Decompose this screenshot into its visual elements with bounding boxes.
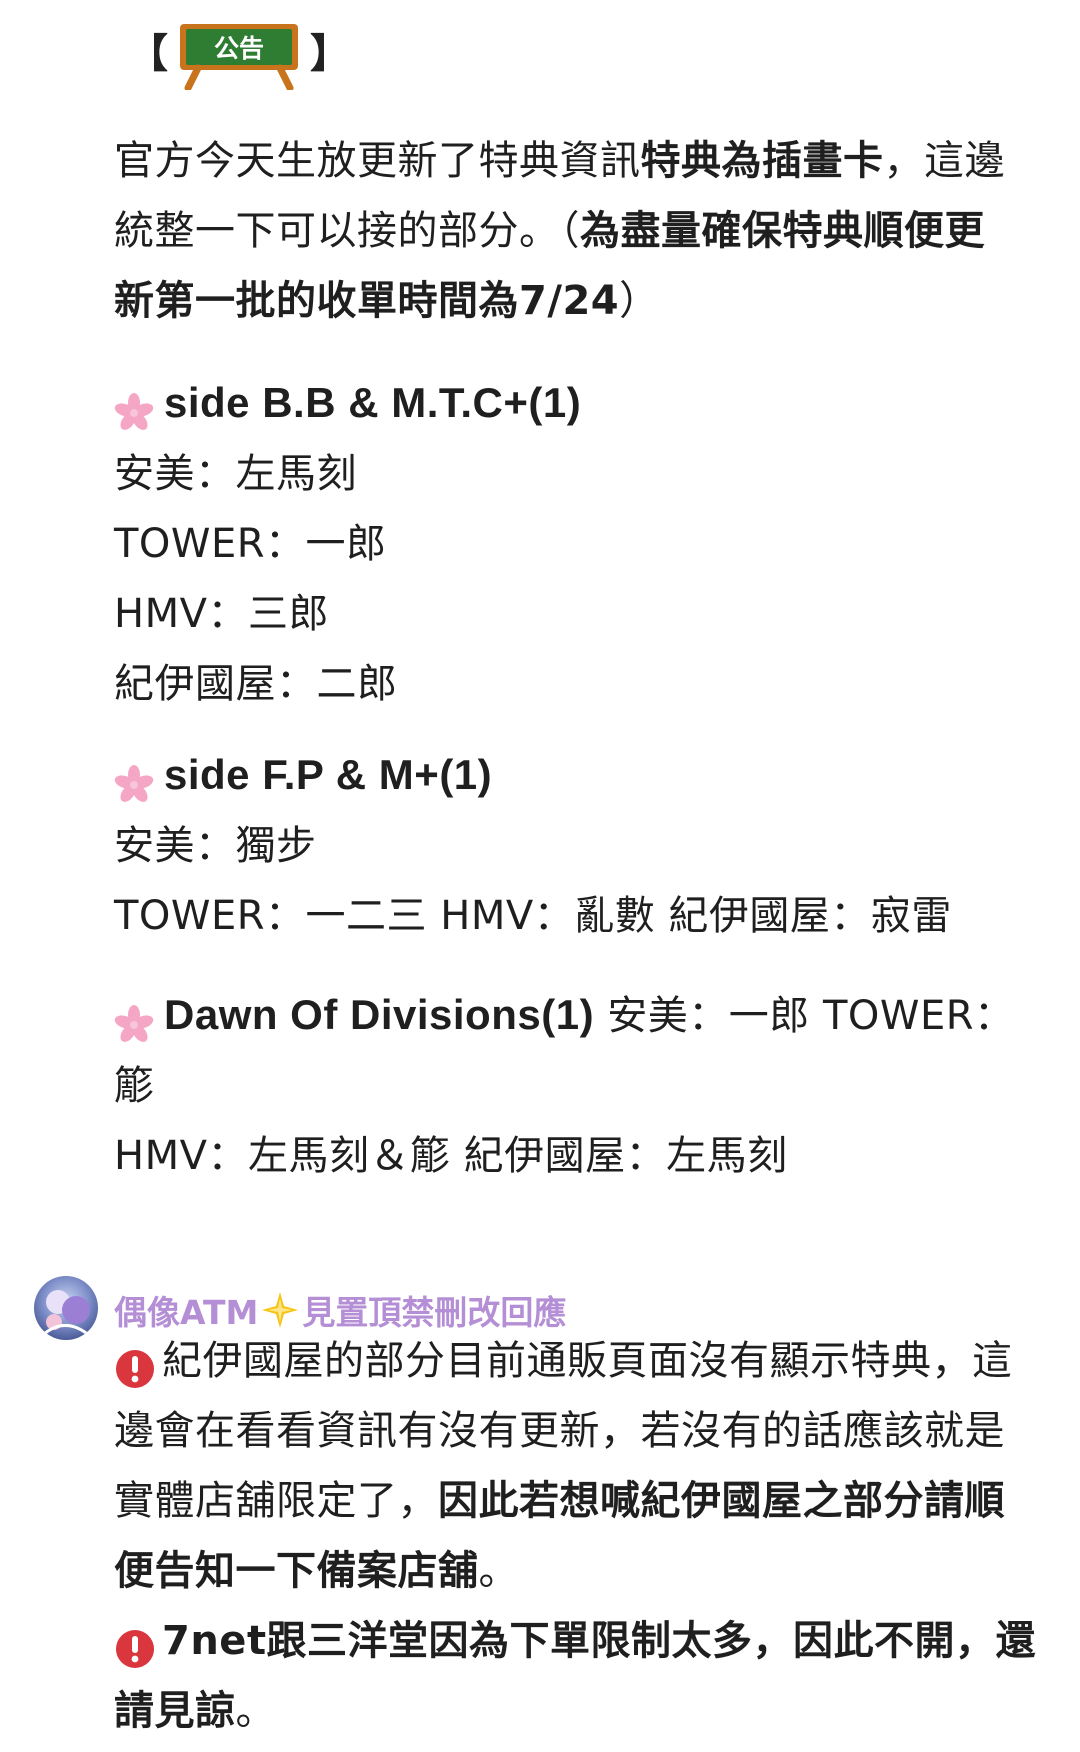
avatar[interactable] <box>34 1276 98 1340</box>
exclamation-warning-icon <box>116 1350 154 1388</box>
reply-line: 便告知一下備案店舖。 <box>114 1548 519 1594</box>
reply-line: 紀伊國屋的部分目前通販頁面沒有顯示特典，這 <box>114 1326 1044 1396</box>
section-side-fp-m: side F.P & M+(1) 安美：獨步 TOWER：一二三 HMV：亂數 … <box>114 740 1044 951</box>
intro-line-2: 統整一下可以接的部分。（為盡量確保特典順便更 <box>114 208 985 254</box>
store-line: 紀伊國屋：二郎 <box>114 661 398 707</box>
section-title: side B.B & M.T.C+(1) <box>114 368 1044 439</box>
close-bracket: 】 <box>310 31 350 77</box>
pink-flower-icon <box>114 1005 154 1042</box>
reply-line: 請見諒。 <box>114 1688 276 1734</box>
intro-paragraph: 官方今天生放更新了特典資訊特典為插畫卡，這邊 統整一下可以接的部分。（為盡量確保… <box>114 126 1044 336</box>
reply-line: 7net跟三洋堂因為下單限制太多，因此不開，還 <box>114 1606 1044 1676</box>
section-title: Dawn Of Divisions(1) 安美：一郎 TOWER：簓 <box>114 991 1015 1109</box>
store-line: TOWER：一二三 HMV：亂數 紀伊國屋：寂雷 <box>114 893 952 939</box>
store-line: 安美：左馬刻 <box>114 451 357 497</box>
reply-author-name[interactable]: 偶像ATM 見置頂禁刪改回應 <box>114 1286 566 1334</box>
reply-line: 實體店舖限定了，因此若想喊紀伊國屋之部分請順 <box>114 1478 1005 1524</box>
reply-line: 邊會在看看資訊有沒有更新，若沒有的話應該就是 <box>114 1408 1005 1454</box>
pink-flower-icon <box>114 393 154 430</box>
notice-header: 【 公告 】 <box>128 18 350 90</box>
sparkle-star-icon <box>262 1292 299 1328</box>
avatar-image-icon <box>34 1276 98 1340</box>
intro-line-1: 官方今天生放更新了特典資訊特典為插畫卡，這邊 <box>114 138 1005 184</box>
store-line: HMV：三郎 <box>114 591 329 637</box>
intro-line-3: 新第一批的收單時間為7/24） <box>114 278 660 324</box>
store-line: 安美：獨步 <box>114 823 317 869</box>
pink-flower-icon <box>114 765 154 802</box>
notice-board-text: 公告 <box>214 34 264 63</box>
section-title: side F.P & M+(1) <box>114 740 1044 811</box>
section-dawn-of-divisions: Dawn Of Divisions(1) 安美：一郎 TOWER：簓 HMV：左… <box>114 980 1044 1191</box>
reply-body: 紀伊國屋的部分目前通販頁面沒有顯示特典，這 邊會在看看資訊有沒有更新，若沒有的話… <box>114 1326 1044 1746</box>
store-line: TOWER：一郎 <box>114 521 387 567</box>
section-side-bb-mtc: side B.B & M.T.C+(1) 安美：左馬刻 TOWER：一郎 HMV… <box>114 368 1044 719</box>
exclamation-warning-icon <box>116 1630 154 1668</box>
open-bracket: 【 <box>128 31 168 77</box>
notice-board-icon: 公告 <box>180 24 298 90</box>
store-line: HMV：左馬刻＆簓 紀伊國屋：左馬刻 <box>114 1133 788 1179</box>
